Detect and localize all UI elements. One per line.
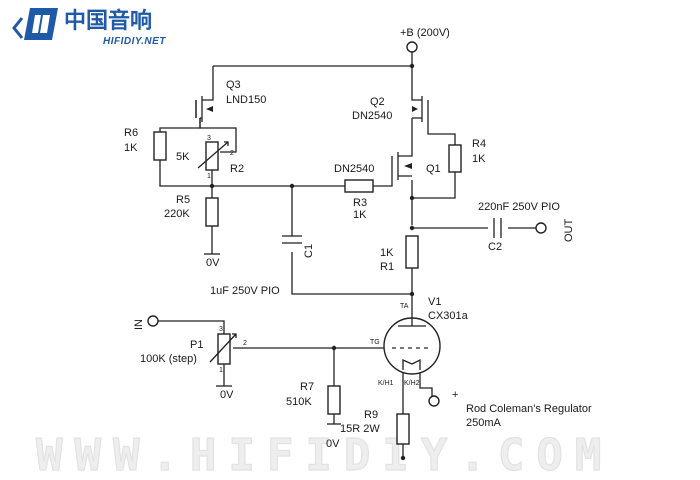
r3-ref: R3: [353, 197, 367, 209]
r4-value: 1K: [472, 153, 486, 165]
junction-dots: [209, 63, 415, 351]
mosfet-q3: Q3 LND150: [195, 79, 266, 122]
resistor-r9: R9 15R 2W: [340, 409, 410, 461]
q3-ref: Q3: [226, 79, 241, 91]
wire-input: [158, 320, 225, 334]
q2-ref: Q2: [370, 96, 385, 108]
r5-ref: R5: [176, 194, 190, 206]
r9-ref: R9: [364, 409, 378, 421]
r2-pin1: 1: [207, 173, 211, 180]
r1-ref: R1: [380, 261, 394, 273]
v1-pin-tg: TG: [370, 339, 380, 346]
r7-ref: R7: [300, 381, 314, 393]
supply-label: +B (200V): [400, 27, 450, 39]
output-terminal: OUT: [535, 219, 575, 243]
q1-ref: Q1: [426, 163, 441, 175]
ground-left: 0V: [204, 253, 220, 269]
resistor-r5: R5 220K: [164, 194, 219, 227]
in-label: IN: [133, 319, 145, 330]
ground-p1: 0V: [216, 385, 234, 401]
resistor-r1: 1K R1: [380, 235, 419, 273]
r6-ref: R6: [124, 127, 138, 139]
q1-part: DN2540: [334, 163, 374, 175]
c1-ref: C1: [303, 244, 315, 258]
wire-c1: [291, 186, 412, 295]
out-label: OUT: [563, 219, 575, 243]
v1-pin-kh2: K/H2: [404, 380, 420, 387]
v1-pin-ta: TA: [400, 303, 409, 310]
circuit-wires: [158, 52, 536, 458]
c2-ref: C2: [488, 241, 502, 253]
r5-value: 220K: [164, 208, 190, 220]
mosfet-q1: Q1 DN2540: [334, 150, 441, 180]
r2-pin2: 2: [230, 150, 234, 157]
p1-pin2: 2: [243, 340, 247, 347]
logo-chinese-title: 中国音响: [64, 8, 152, 34]
wire-r4-loop: [412, 118, 456, 199]
ground-r7: 0V: [326, 423, 341, 450]
resistor-r4: R4 1K: [448, 138, 486, 173]
wire-top-rail: [212, 65, 412, 92]
resistor-r7: R7 510K: [286, 381, 341, 415]
p1-pin3: 3: [219, 326, 223, 333]
potentiometer-p1: P1 100K (step) 1 2 3: [140, 326, 247, 374]
capacitor-c1: C1 1uF 250V PIO: [210, 235, 315, 297]
regulator-current: 250mA: [466, 417, 502, 429]
c1-value: 1uF 250V PIO: [210, 285, 280, 297]
input-terminal: IN: [133, 315, 159, 330]
gnd-p1-label: 0V: [220, 389, 234, 401]
q3-part: LND150: [226, 94, 266, 106]
logo-site-url: HIFIDIY.NET: [103, 36, 166, 47]
supply-terminal: +B (200V): [400, 27, 450, 53]
wire-middle-node: [212, 173, 393, 187]
site-logo[interactable]: 中国音响 HIFIDIY.NET: [12, 8, 166, 47]
wire-q3-r2top: [199, 118, 237, 153]
resistor-r6: R6 1K: [124, 127, 167, 161]
mosfet-q2: Q2 DN2540: [352, 90, 429, 122]
regulator-terminal: + Rod Coleman's Regulator 250mA: [428, 389, 592, 429]
capacitor-c2: 220nF 250V PIO C2: [478, 201, 560, 253]
r2-pin3: 3: [207, 135, 211, 142]
trimmer-r2: 5K R2 1 2 3: [176, 135, 244, 180]
r2-value: 5K: [176, 151, 190, 163]
r7-value: 510K: [286, 396, 312, 408]
wire-filament-right: [419, 370, 433, 396]
p1-pin1: 1: [219, 367, 223, 374]
resistor-r3: R3 1K: [344, 179, 374, 221]
p1-ref: P1: [190, 339, 203, 351]
gnd-left-label: 0V: [206, 257, 220, 269]
hifidiy-logo-icon: [12, 8, 58, 40]
v1-ref: V1: [428, 296, 441, 308]
p1-value: 100K (step): [140, 353, 197, 365]
r3-value: 1K: [353, 209, 367, 221]
regulator-label: Rod Coleman's Regulator: [466, 403, 592, 415]
r9-value: 15R 2W: [340, 423, 380, 435]
gnd-r7-label: 0V: [326, 438, 340, 450]
r1-value: 1K: [380, 247, 394, 259]
c2-value: 220nF 250V PIO: [478, 201, 560, 213]
r4-ref: R4: [472, 138, 486, 150]
v1-pin-kh1: K/H1: [378, 380, 394, 387]
q2-part: DN2540: [352, 110, 392, 122]
v1-filament: [402, 358, 421, 370]
r6-value: 1K: [124, 142, 138, 154]
v1-part: CX301a: [428, 310, 469, 322]
watermark-text: WWW.HIFIDIY.COM: [36, 430, 613, 480]
regulator-plus: +: [452, 389, 458, 401]
r2-ref: R2: [230, 163, 244, 175]
v1-plate: [398, 318, 426, 327]
triode-v1: V1 CX301a TA TG K/H1 K/H2: [370, 296, 469, 387]
